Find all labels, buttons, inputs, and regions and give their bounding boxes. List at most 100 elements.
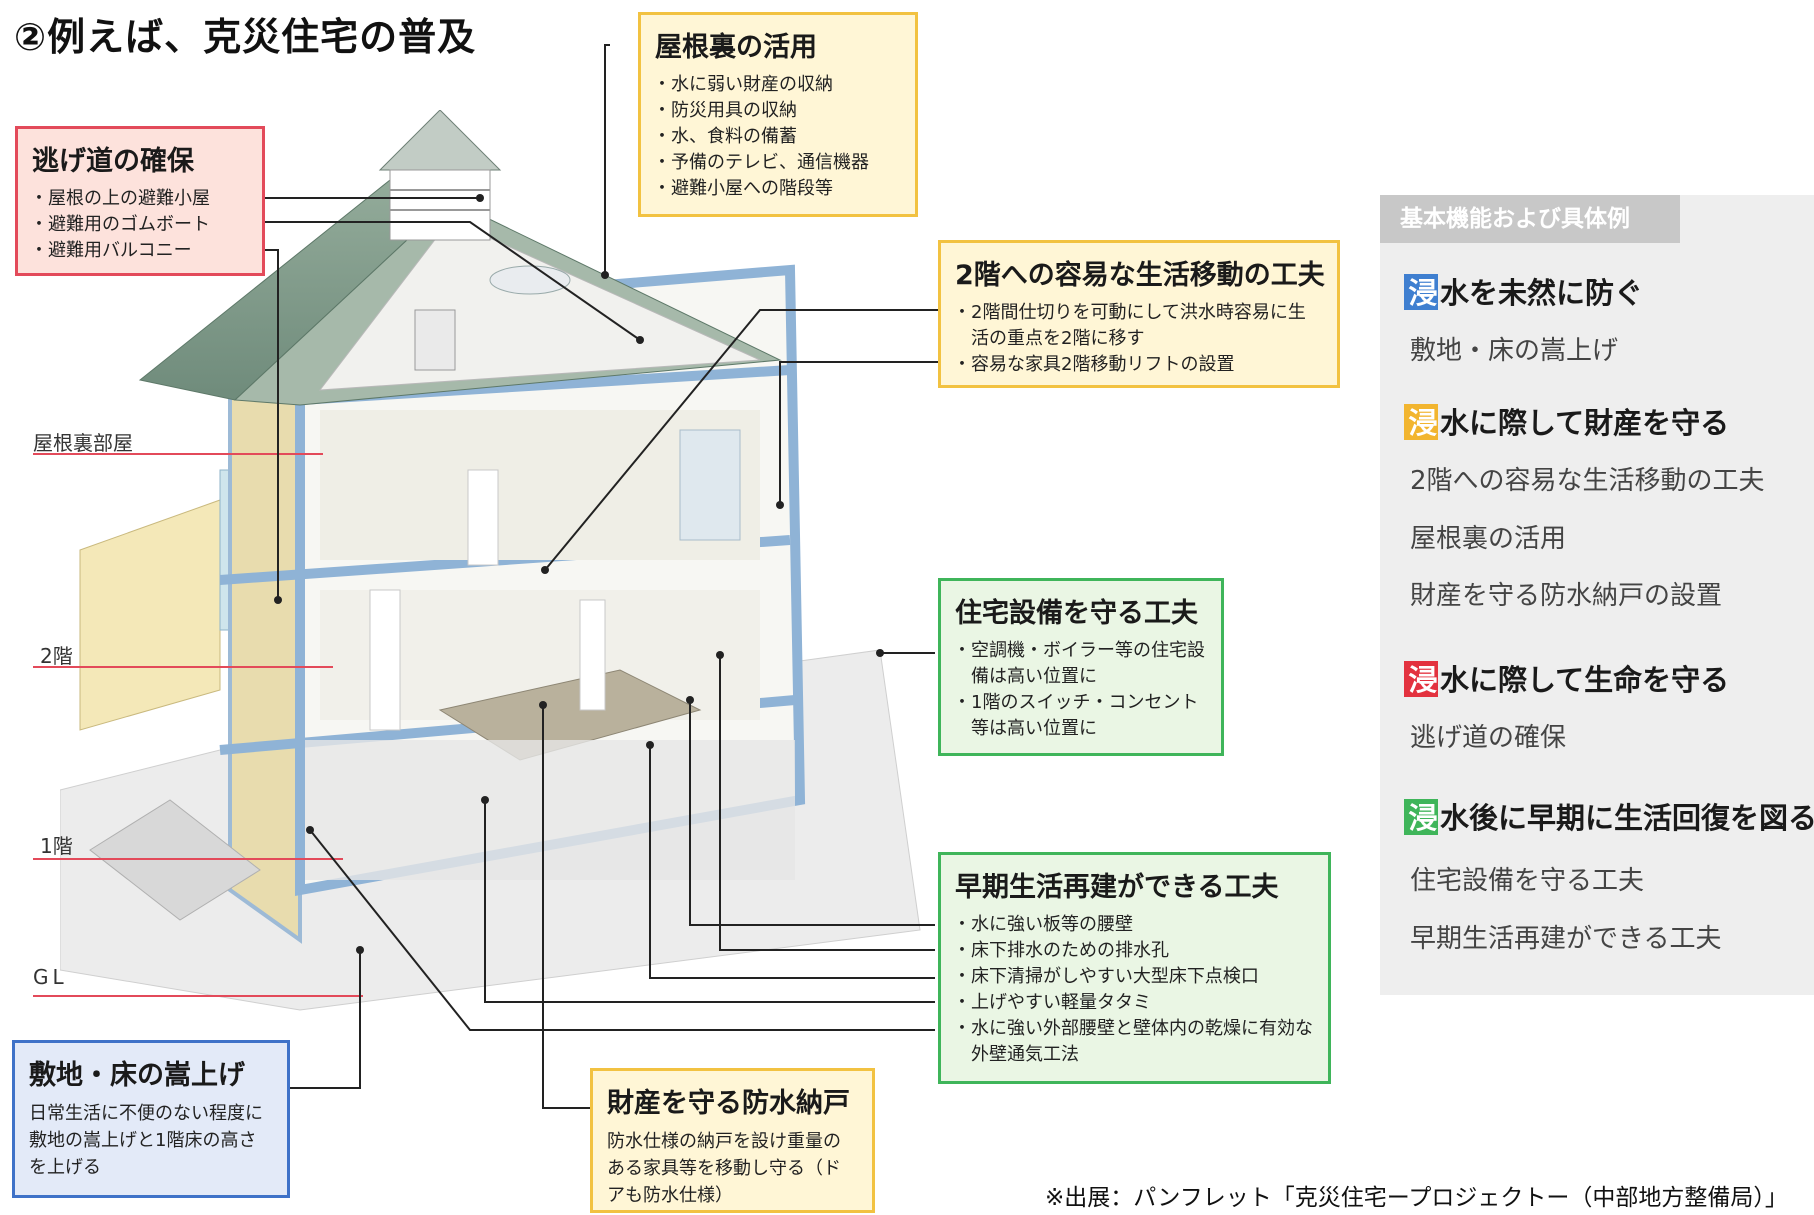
floor-label-attic: 屋根裏部屋 (33, 431, 133, 455)
callout-attic-use: 屋根裏の活用 水に弱い財産の収納 防災用具の収納 水、食料の備蓄 予備のテレビ、… (638, 12, 918, 217)
callout-title: 屋根裏の活用 (655, 32, 817, 63)
callout-item: 空調機・ボイラー等の住宅設備は高い位置に (953, 638, 1207, 690)
leader-line (544, 309, 955, 571)
category-color-swatch (1404, 274, 1438, 310)
legend-category: 浸水に際して財産を守る (1404, 400, 1729, 442)
callout-title: 早期生活再建ができる工夫 (955, 872, 1279, 903)
leader-line (309, 829, 935, 1031)
callout-title: 敷地・床の嵩上げ (29, 1060, 245, 1091)
floor-label-1f: 1階 (40, 834, 73, 858)
leader-dot (541, 566, 549, 574)
callout-item: 2階間仕切りを可動にして洪水時容易に生活の重点を2階に移す (953, 300, 1323, 352)
leader-dot (306, 826, 314, 834)
page-title: ②例えば、克災住宅の普及 (14, 15, 477, 59)
leader-line (240, 221, 641, 341)
floor-line-attic (33, 453, 323, 455)
underfloor-space (305, 740, 795, 880)
category-color-swatch (1404, 661, 1438, 697)
callout-item: 1階のスイッチ・コンセント等は高い位置に (953, 690, 1207, 742)
leader-dot (356, 946, 364, 954)
callout-escape-route: 逃げ道の確保 屋根の上の避難小屋 避難用のゴムボート 避難用バルコニー (15, 126, 265, 276)
column (467, 469, 499, 566)
source-note: ※出展：パンフレット「克災住宅ープロジェクトー（中部地方整備局）」 (1045, 1185, 1788, 1211)
callout-second-floor-move: 2階への容易な生活移動の工夫 2階間仕切りを可動にして洪水時容易に生活の重点を2… (938, 240, 1340, 388)
leader-line (719, 655, 935, 951)
category-head: 浸 (1408, 663, 1438, 697)
legend-item: 早期生活再建ができる工夫 (1410, 924, 1722, 954)
legend-panel: 基本機能および具体例 浸水を未然に防ぐ 敷地・床の嵩上げ 浸水に際して財産を守る… (1380, 195, 1814, 995)
floor-label-2f: 2階 (40, 644, 73, 668)
leader-dot (476, 194, 484, 202)
callout-equipment-protection: 住宅設備を守る工夫 空調機・ボイラー等の住宅設備は高い位置に 1階のスイッチ・コ… (938, 578, 1224, 756)
legend-item: 住宅設備を守る工夫 (1410, 866, 1645, 896)
category-head: 浸 (1408, 406, 1438, 440)
callout-item: 防災用具の収納 (653, 98, 901, 124)
floor-label-gl: GL (33, 965, 68, 989)
callout-early-recovery: 早期生活再建ができる工夫 水に強い板等の腰壁 床下排水のための排水孔 床下清掃が… (938, 852, 1331, 1084)
attic-tank (414, 309, 456, 371)
callout-title: 住宅設備を守る工夫 (955, 598, 1198, 629)
leader-dot (686, 696, 694, 704)
house-cutaway-illustration (60, 110, 921, 1011)
legend-item: 敷地・床の嵩上げ (1410, 336, 1619, 366)
callout-text: 防水仕様の納戸を設け重量のある家具等を移動し守る（ドアも防水仕様） (607, 1131, 841, 1206)
callout-item: 水、食料の備蓄 (653, 124, 901, 150)
category-head: 浸 (1408, 801, 1438, 835)
callout-item: 容易な家具2階移動リフトの設置 (953, 352, 1323, 378)
leader-dot (636, 336, 644, 344)
leader-line (689, 700, 935, 926)
callout-item: 避難小屋への階段等 (653, 176, 901, 202)
legend-item: 財産を守る防水納戸の設置 (1410, 581, 1723, 611)
callout-title: 2階への容易な生活移動の工夫 (955, 260, 1325, 291)
callout-item: 水に弱い財産の収納 (653, 72, 901, 98)
leader-line (255, 249, 279, 600)
category-title: 水を未然に防ぐ (1440, 276, 1644, 310)
callout-item: 床下排水のための排水孔 (953, 938, 1314, 964)
evacuation-hut (389, 169, 491, 241)
callout-raise-site: 敷地・床の嵩上げ 日常生活に不便のない程度に敷地の嵩上げと1階床の高さを上げる (12, 1040, 290, 1198)
floor-line-gl (33, 995, 363, 997)
leader-line (604, 44, 610, 275)
callout-item: 水に強い外部腰壁と壁体内の乾燥に有効な外壁通気工法 (953, 1016, 1314, 1068)
legend-category: 浸水に際して生命を守る (1404, 657, 1729, 699)
legend-item: 2階への容易な生活移動の工夫 (1410, 466, 1765, 496)
category-title: 水後に早期に生活回復を図る (1440, 801, 1814, 835)
column (579, 599, 606, 711)
category-title: 水に際して生命を守る (1440, 663, 1730, 697)
leader-dot (716, 651, 724, 659)
leader-line (484, 800, 935, 1003)
callout-waterproof-storage: 財産を守る防水納戸 防水仕様の納戸を設け重量のある家具等を移動し守る（ドアも防水… (590, 1068, 875, 1213)
balcony-wall (79, 499, 221, 731)
callout-item: 床下清掃がしやすい大型床下点検口 (953, 964, 1314, 990)
legend-header: 基本機能および具体例 (1380, 195, 1680, 243)
stair-core (679, 429, 741, 541)
category-color-swatch (1404, 404, 1438, 440)
callout-item: 予備のテレビ、通信機器 (653, 150, 901, 176)
leader-line (542, 705, 590, 1109)
column (369, 589, 401, 731)
floor-line-2f (33, 666, 333, 668)
callout-item: 避難用のゴムボート (30, 212, 248, 238)
leader-dot (646, 741, 654, 749)
legend-category: 浸水を未然に防ぐ (1404, 270, 1643, 312)
rubber-boat (489, 265, 571, 295)
callout-title: 財産を守る防水納戸 (607, 1088, 850, 1119)
callout-title: 逃げ道の確保 (32, 146, 194, 177)
floor-line-1f (33, 858, 343, 860)
category-head: 浸 (1408, 276, 1438, 310)
callout-item: 避難用バルコニー (30, 238, 248, 264)
leader-dot (539, 701, 547, 709)
callout-text: 日常生活に不便のない程度に敷地の嵩上げと1階床の高さを上げる (29, 1103, 263, 1178)
callout-item: 水に強い板等の腰壁 (953, 912, 1314, 938)
exterior-stairs (89, 799, 261, 921)
leader-dot (274, 596, 282, 604)
callout-item: 上げやすい軽量タタミ (953, 990, 1314, 1016)
leader-dot (876, 649, 884, 657)
category-title: 水に際して財産を守る (1440, 406, 1730, 440)
leader-line (290, 950, 361, 1089)
leader-dot (601, 271, 609, 279)
legend-category: 浸水後に早期に生活回復を図る (1404, 795, 1814, 837)
legend-item: 逃げ道の確保 (1410, 723, 1567, 753)
leader-dot (481, 796, 489, 804)
